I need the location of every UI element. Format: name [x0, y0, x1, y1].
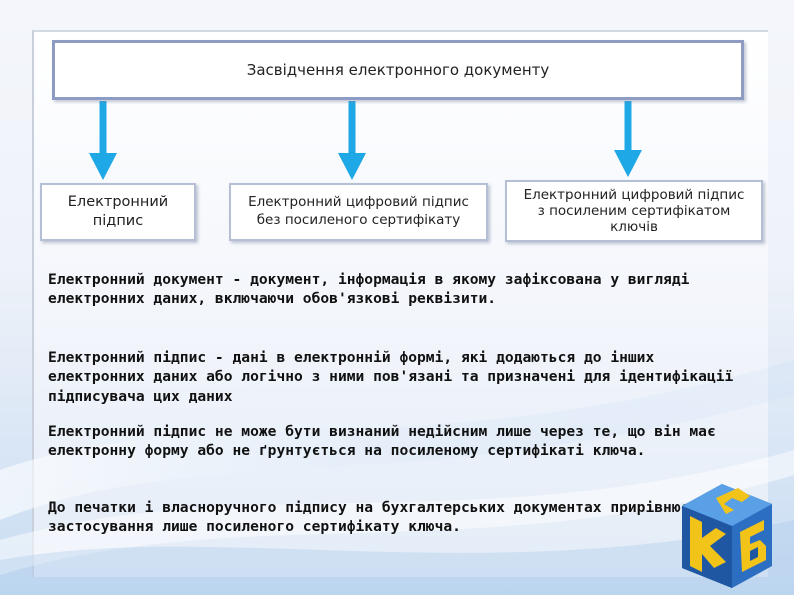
- diagram-child-digital-signature-basic: Електронний цифровий підпис без посилено…: [229, 183, 488, 241]
- diagram-child-label: Електронний цифровий підпис з посиленим …: [523, 186, 745, 236]
- diagram-child-electronic-signature: Електронний підпис: [40, 183, 196, 241]
- diagram-child-digital-signature-qualified: Електронний цифровий підпис з посиленим …: [505, 180, 763, 242]
- kb-logo: [682, 484, 772, 588]
- diagram-root-label: Засвідчення електронного документу: [246, 61, 550, 79]
- diagram-child-label: Електронний підпис: [67, 194, 169, 229]
- signature-validity-note: Електронний підпис не може бути визнаний…: [48, 423, 716, 460]
- definition-electronic-document: Електронний документ - документ, інформа…: [48, 271, 690, 308]
- diagram-child-label: Електронний цифровий підпис без посилено…: [248, 194, 469, 228]
- definition-electronic-signature: Електронний підпис - дані в електронній …: [48, 349, 734, 405]
- seal-equivalence-note: До печатки і власноручного підпису на бу…: [48, 499, 725, 536]
- diagram-root-box: Засвідчення електронного документу: [52, 40, 744, 100]
